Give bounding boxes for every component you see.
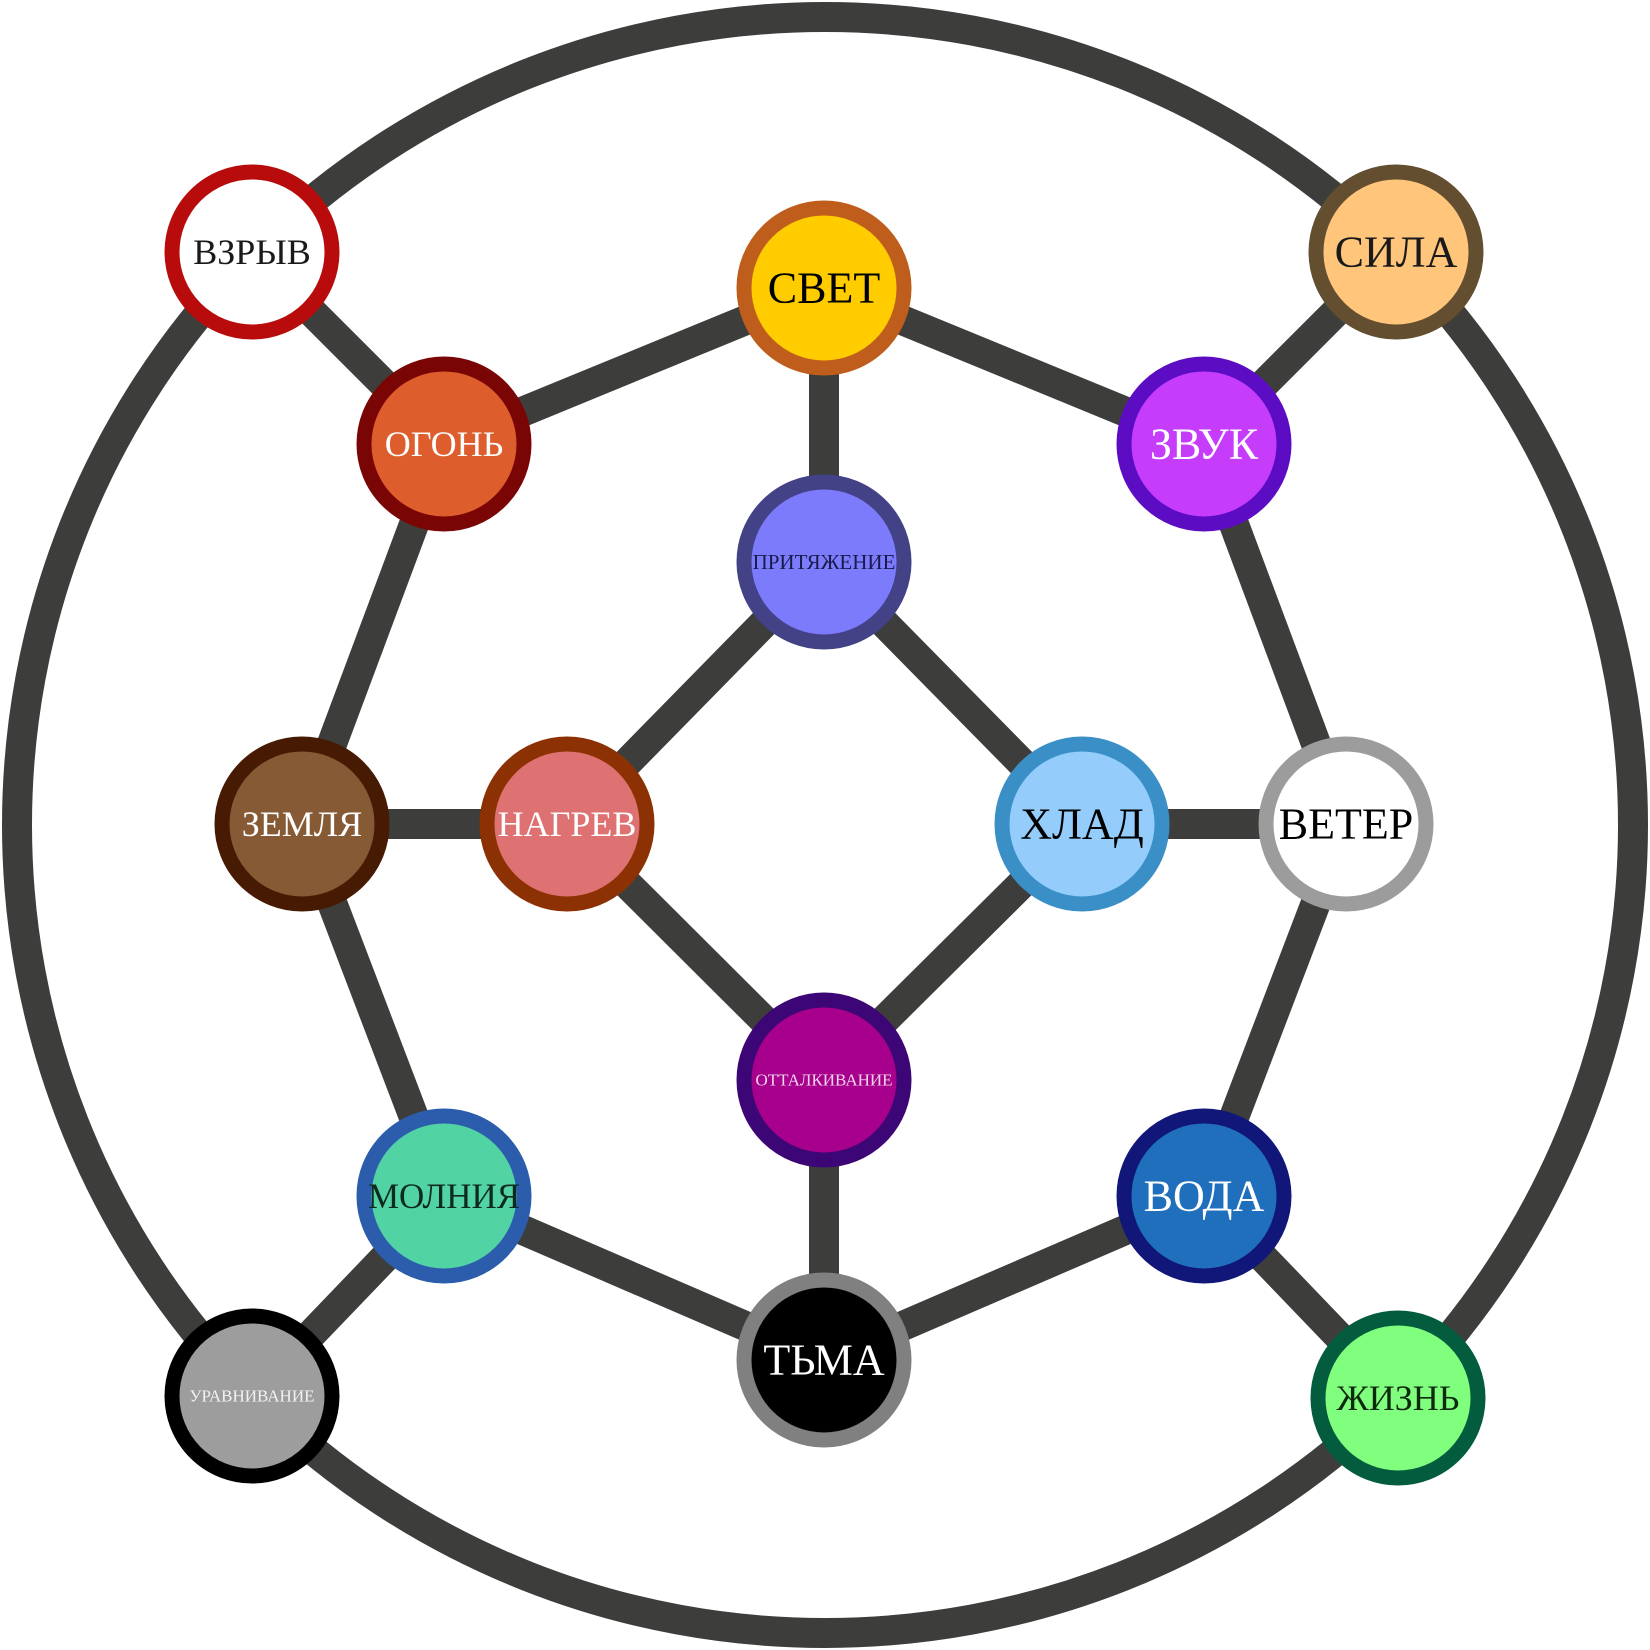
- node-layer: ВЗРЫВ СИЛА ОГОНЬ ЗВУК СВЕТ ПРИТЯЖЕНИЕ ЗЕМЛЯ НАГ…: [164, 164, 1486, 1486]
- node-circle[interactable]: [736, 200, 912, 376]
- node-label: ВЕТЕР: [1279, 800, 1413, 849]
- node-circle[interactable]: [1310, 1310, 1486, 1486]
- node-sila[interactable]: СИЛА: [1308, 164, 1484, 340]
- node-ottalkivanie[interactable]: ОТТАЛКИВАНИЕ: [736, 992, 912, 1168]
- node-molniya[interactable]: МОЛНИЯ: [356, 1108, 532, 1284]
- node-label: УРАВНИВАНИЕ: [190, 1387, 315, 1406]
- node-circle[interactable]: [994, 736, 1170, 912]
- node-uravnivanie[interactable]: УРАВНИВАНИЕ: [164, 1308, 340, 1484]
- node-label: НАГРЕВ: [498, 804, 637, 844]
- node-svet[interactable]: СВЕТ: [736, 200, 912, 376]
- node-circle[interactable]: [356, 1108, 532, 1284]
- node-label: ТЬМА: [763, 1336, 885, 1385]
- node-label: ЗВУК: [1150, 420, 1259, 469]
- node-circle[interactable]: [736, 474, 912, 650]
- node-circle[interactable]: [736, 992, 912, 1168]
- node-circle[interactable]: [1258, 736, 1434, 912]
- node-vzryv[interactable]: ВЗРЫВ: [164, 164, 340, 340]
- node-tma[interactable]: ТЬМА: [736, 1272, 912, 1448]
- node-label: ЗЕМЛЯ: [242, 804, 362, 844]
- node-circle[interactable]: [164, 164, 340, 340]
- node-zvuk[interactable]: ЗВУК: [1116, 356, 1292, 532]
- node-label: МОЛНИЯ: [368, 1176, 520, 1216]
- node-label: СВЕТ: [768, 264, 881, 313]
- node-label: ВЗРЫВ: [193, 232, 310, 272]
- node-circle[interactable]: [356, 356, 532, 532]
- node-label: ХЛАД: [1020, 800, 1143, 849]
- node-label: ЖИЗНЬ: [1337, 1378, 1460, 1418]
- node-zhizn[interactable]: ЖИЗНЬ: [1310, 1310, 1486, 1486]
- node-circle[interactable]: [1116, 1108, 1292, 1284]
- node-label: ВОДА: [1144, 1172, 1265, 1221]
- node-ogon[interactable]: ОГОНЬ: [356, 356, 532, 532]
- node-circle[interactable]: [214, 736, 390, 912]
- node-circle[interactable]: [1116, 356, 1292, 532]
- node-label: ПРИТЯЖЕНИЕ: [753, 550, 896, 574]
- node-circle[interactable]: [164, 1308, 340, 1484]
- node-veter[interactable]: ВЕТЕР: [1258, 736, 1434, 912]
- node-circle[interactable]: [1308, 164, 1484, 340]
- node-prityazhenie[interactable]: ПРИТЯЖЕНИЕ: [736, 474, 912, 650]
- node-circle[interactable]: [736, 1272, 912, 1448]
- node-label: СИЛА: [1335, 228, 1458, 277]
- node-zemlya[interactable]: ЗЕМЛЯ: [214, 736, 390, 912]
- node-label: ОГОНЬ: [385, 424, 504, 464]
- node-khlad[interactable]: ХЛАД: [994, 736, 1170, 912]
- node-voda[interactable]: ВОДА: [1116, 1108, 1292, 1284]
- node-label: ОТТАЛКИВАНИЕ: [755, 1071, 892, 1090]
- node-circle[interactable]: [479, 736, 655, 912]
- node-nagrev[interactable]: НАГРЕВ: [479, 736, 655, 912]
